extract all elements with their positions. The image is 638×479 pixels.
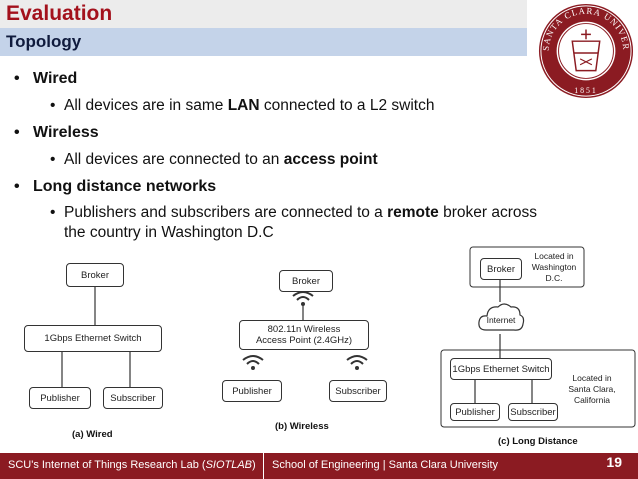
page-number: 19 [606, 454, 622, 470]
slide-subtitle: Topology [6, 32, 82, 51]
bullet-wired: Wired [14, 70, 77, 88]
wifi-icon [292, 291, 314, 306]
remote-publisher-box: Publisher [450, 403, 500, 421]
wireless-caption: (b) Wireless [275, 421, 329, 432]
wireless-broker-box: Broker [279, 270, 333, 292]
remote-broker-box: Broker [480, 258, 522, 280]
footer-bar: SCU's Internet of Things Research Lab (S… [0, 453, 638, 479]
local-location-label: Located in Santa Clara, California [568, 373, 616, 405]
wifi-icon [346, 355, 368, 370]
remote-switch-box: 1Gbps Ethernet Switch [450, 358, 552, 380]
wifi-icon [242, 355, 264, 370]
wired-publisher-box: Publisher [29, 387, 91, 409]
wired-subscriber-box: Subscriber [103, 387, 163, 409]
bullet-long-distance: Long distance networks [14, 178, 216, 196]
long-distance-caption: (c) Long Distance [498, 436, 578, 447]
wireless-subscriber-box: Subscriber [329, 380, 387, 402]
access-point-box: 802.11n Wireless Access Point (2.4GHz) [239, 320, 369, 350]
wired-caption: (a) Wired [72, 429, 113, 440]
svg-text:1851: 1851 [574, 86, 598, 95]
subtitle-bar: Topology [0, 28, 527, 56]
wired-broker-box: Broker [66, 263, 124, 287]
university-seal-logo: SANTA CLARA UNIVERSITY 1851 [537, 2, 634, 99]
slide-title: Evaluation [6, 2, 113, 25]
wireless-publisher-box: Publisher [222, 380, 282, 402]
broker-location-label: Located in Washington D.C. [531, 251, 577, 283]
internet-cloud-icon [478, 303, 525, 331]
school-name: School of Engineering | Santa Clara Univ… [272, 459, 499, 471]
title-bar: Evaluation [0, 0, 527, 28]
wired-switch-box: 1Gbps Ethernet Switch [24, 325, 162, 352]
lab-name: SCU's Internet of Things Research Lab (S… [8, 459, 256, 471]
internet-label: Internet [486, 315, 516, 325]
remote-subscriber-box: Subscriber [508, 403, 558, 421]
bullet-wireless: Wireless [14, 124, 99, 142]
footer-divider [263, 453, 264, 479]
